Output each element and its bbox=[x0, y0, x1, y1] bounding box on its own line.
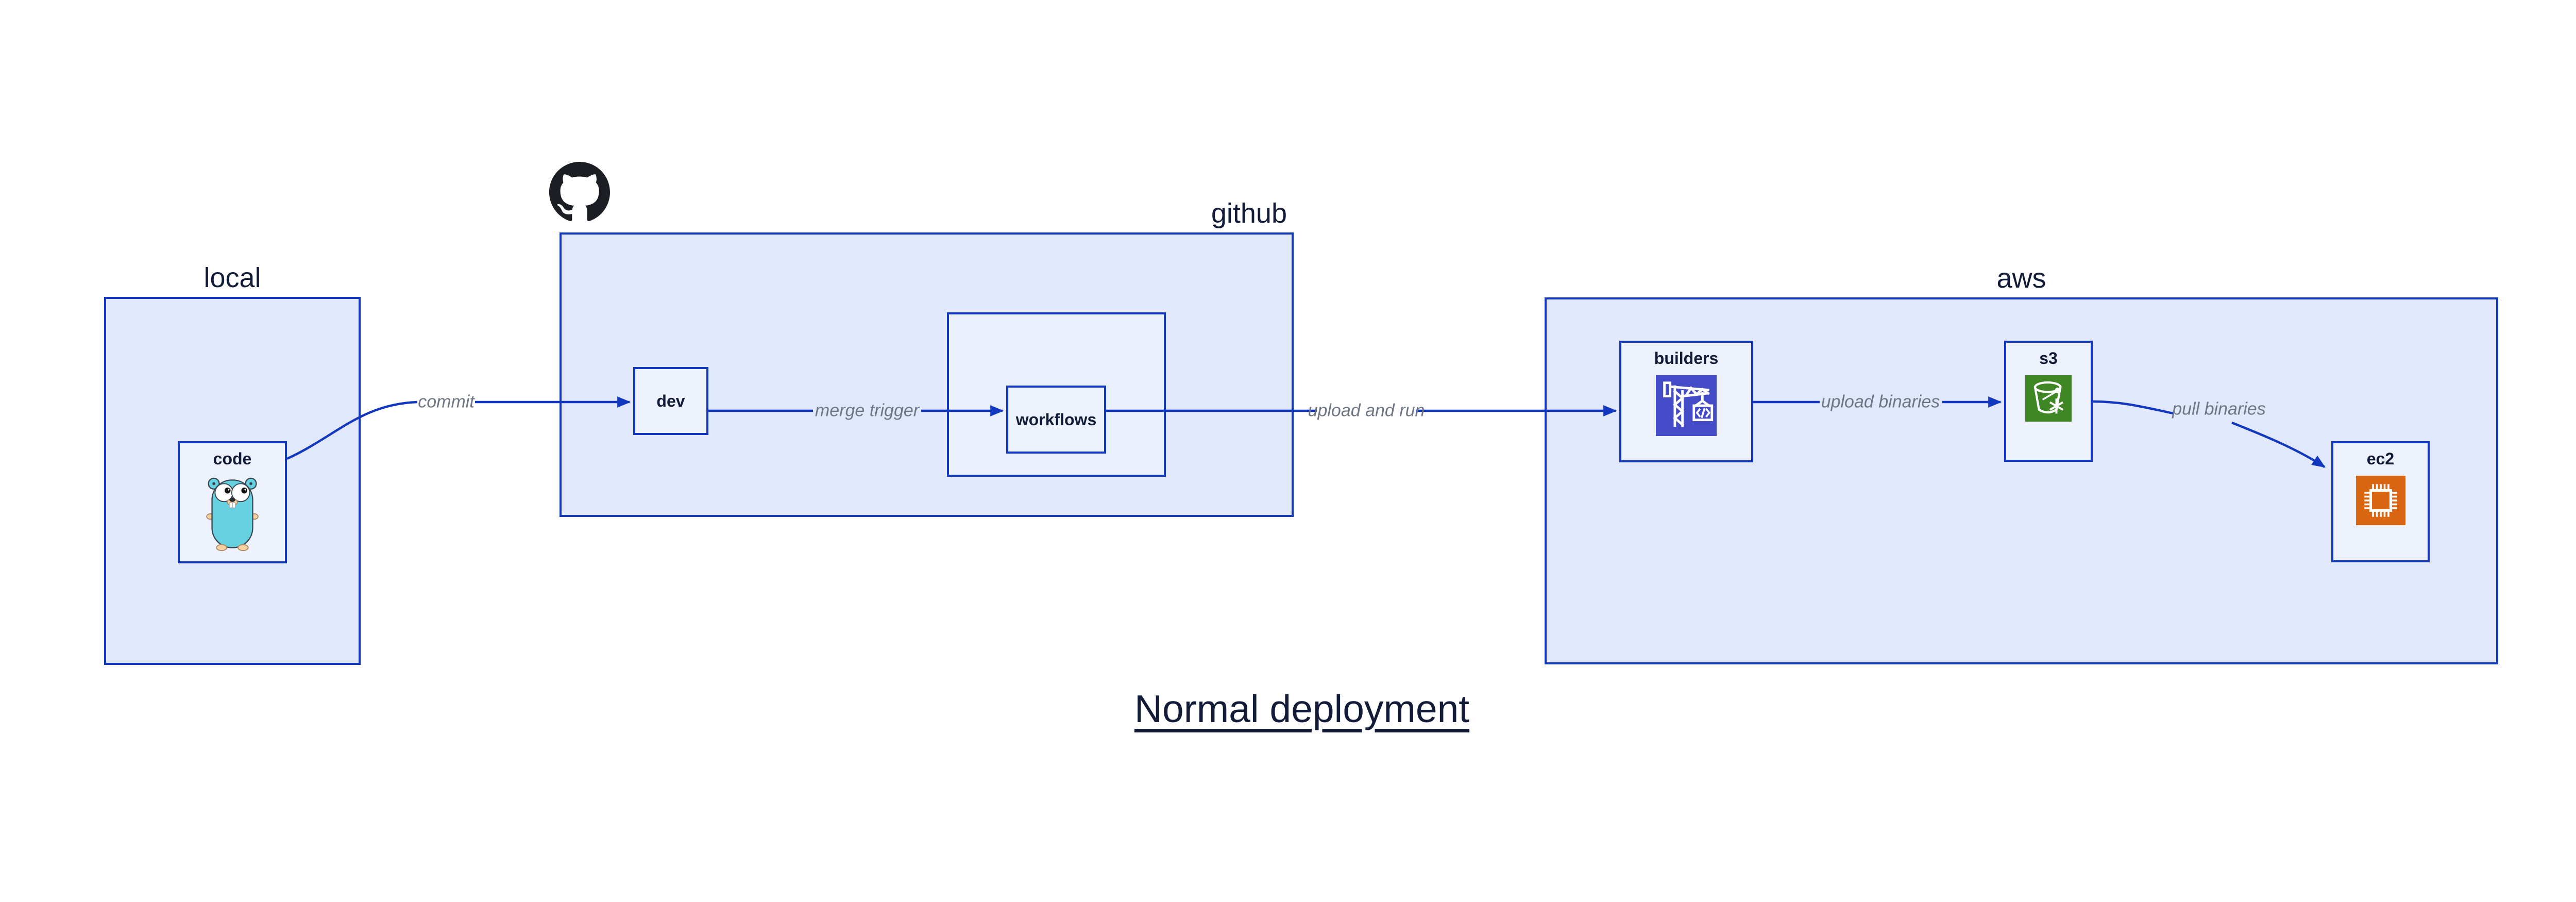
diagram-title: Normal deployment bbox=[1080, 687, 1523, 731]
ec2-chip-icon bbox=[2355, 476, 2405, 525]
node-builders: builders bbox=[1619, 341, 1753, 462]
github-octocat-icon bbox=[549, 162, 610, 222]
codebuild-crane-icon bbox=[1656, 375, 1717, 436]
github-container-label: github bbox=[1211, 198, 1287, 229]
node-s3-label: s3 bbox=[2039, 349, 2058, 368]
go-gopher-icon bbox=[206, 477, 259, 552]
node-code: code bbox=[178, 441, 287, 563]
diagram-title-text: Normal deployment bbox=[1134, 687, 1470, 730]
node-workflows: workflows bbox=[1006, 386, 1106, 454]
aws-container-label: aws bbox=[1996, 263, 2046, 294]
local-container-label: local bbox=[204, 262, 261, 293]
node-workflows-label: workflows bbox=[1015, 410, 1097, 429]
edge-label-pull-binaries: pull binaries bbox=[2172, 399, 2266, 419]
edge-label-merge-trigger: merge trigger bbox=[815, 400, 920, 421]
edge-label-commit: commit bbox=[418, 392, 474, 412]
node-dev: dev bbox=[633, 367, 708, 435]
node-builders-label: builders bbox=[1654, 349, 1719, 368]
node-ec2: ec2 bbox=[2331, 441, 2430, 562]
edge-label-upload-binaries: upload binaries bbox=[1821, 392, 1940, 412]
node-code-label: code bbox=[213, 449, 252, 468]
node-dev-label: dev bbox=[656, 391, 685, 410]
s3-bucket-icon bbox=[2025, 375, 2072, 422]
edge-label-upload-and-run: upload and run bbox=[1308, 400, 1425, 421]
node-ec2-label: ec2 bbox=[2366, 449, 2395, 468]
node-s3: s3 bbox=[2004, 341, 2093, 462]
